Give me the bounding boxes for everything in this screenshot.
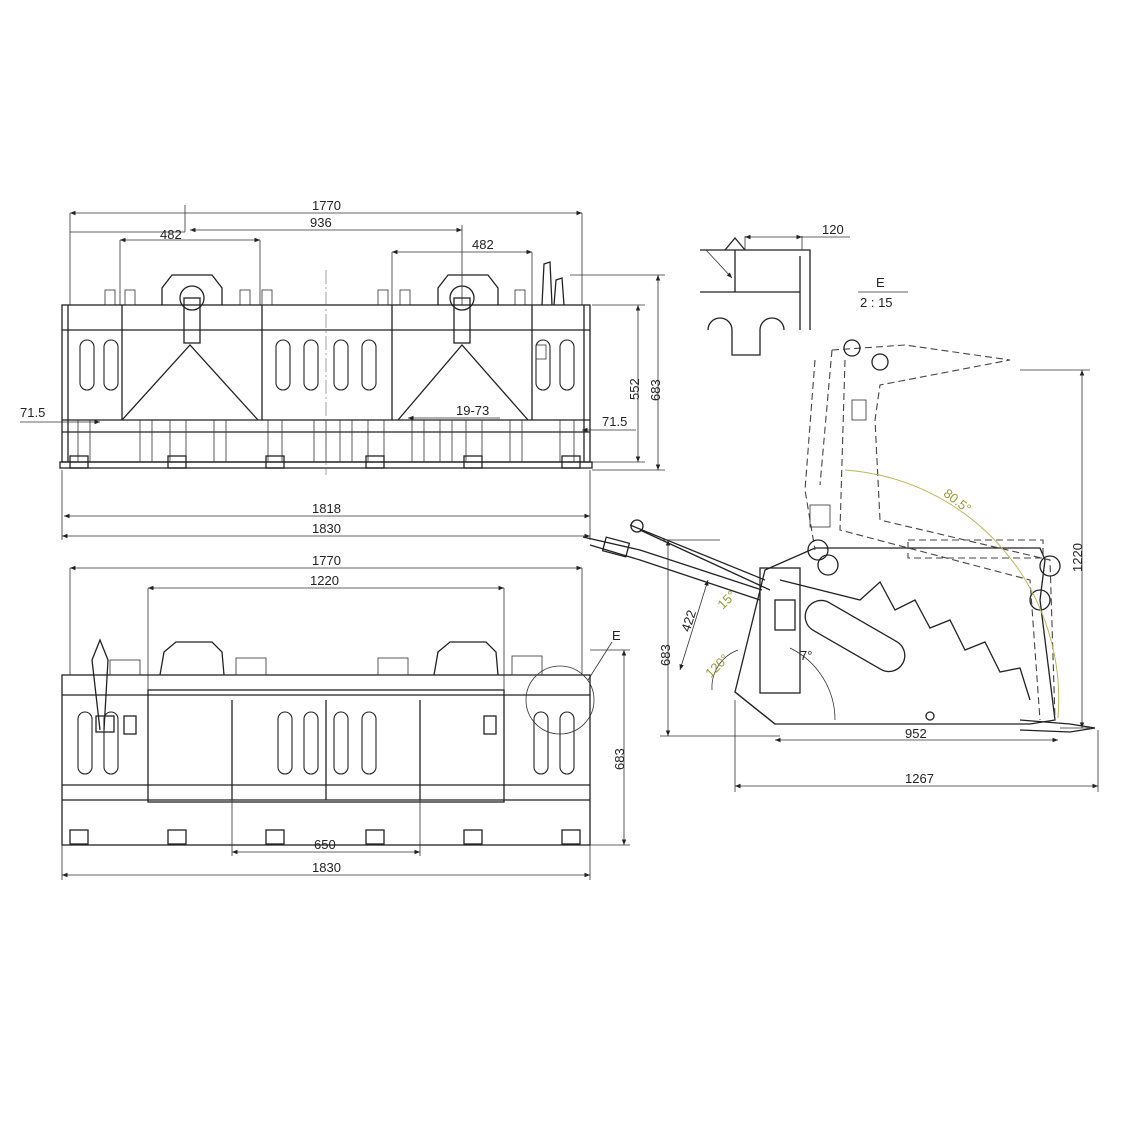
side-dim-952: 952 xyxy=(905,726,927,741)
detail-e-scale: 2 : 15 xyxy=(860,295,893,310)
side-dim-422: 422 xyxy=(678,608,699,633)
detail-e-circle xyxy=(525,665,595,735)
side-angle-80-5: 80.5° xyxy=(941,485,974,516)
front-top-mounts xyxy=(104,261,565,360)
rear-slots xyxy=(77,711,575,775)
rear-dim-683: 683 xyxy=(612,748,627,770)
front-dim-482-left: 482 xyxy=(160,227,182,242)
front-dim-482-right: 482 xyxy=(472,237,494,252)
front-dim-936: 936 xyxy=(310,215,332,230)
front-slots xyxy=(79,339,575,391)
side-dim-1267: 1267 xyxy=(905,771,934,786)
front-tine-feet xyxy=(69,455,581,469)
front-dimensions: 1770 936 482 482 552 683 71.5 xyxy=(20,198,665,540)
side-view: 80.5° 120° 15° 7° 1220 683 422 952 1267 xyxy=(582,339,1099,792)
front-dim-71-5-right: 71.5 xyxy=(602,414,627,429)
front-dim-19-73: 19-73 xyxy=(456,403,489,418)
rear-top-mounts xyxy=(91,638,543,735)
rear-frame-outline xyxy=(61,674,591,846)
side-angle-7: 7° xyxy=(800,648,812,663)
front-dim-1818: 1818 xyxy=(312,501,341,516)
rear-dim-1830: 1830 xyxy=(312,860,341,875)
side-dim-683: 683 xyxy=(658,644,673,666)
front-dim-71-5-left: 71.5 xyxy=(20,405,45,420)
rear-dimensions: 1770 1220 683 650 1830 xyxy=(61,553,630,880)
rear-detail-callout: E xyxy=(612,628,621,643)
rear-view: E 1770 1220 683 650 1830 xyxy=(61,553,630,880)
detail-e-view: 120 E 2 : 15 xyxy=(700,222,908,356)
front-view: 1770 936 482 482 552 683 71.5 xyxy=(20,198,665,540)
front-dim-1830: 1830 xyxy=(312,521,341,536)
detail-e-dim-120: 120 xyxy=(822,222,844,237)
detail-e-label: E xyxy=(876,275,885,290)
side-dim-1220: 1220 xyxy=(1070,543,1085,572)
front-dim-552: 552 xyxy=(627,378,642,400)
rear-dim-650: 650 xyxy=(314,837,336,852)
rear-dim-1220: 1220 xyxy=(310,573,339,588)
side-dimensions: 1220 683 422 952 1267 xyxy=(658,369,1099,792)
rear-tine-feet xyxy=(69,829,581,845)
side-open-position xyxy=(804,339,1061,721)
front-dim-1770: 1770 xyxy=(312,198,341,213)
front-dim-683: 683 xyxy=(648,379,663,401)
rear-dim-1770: 1770 xyxy=(312,553,341,568)
